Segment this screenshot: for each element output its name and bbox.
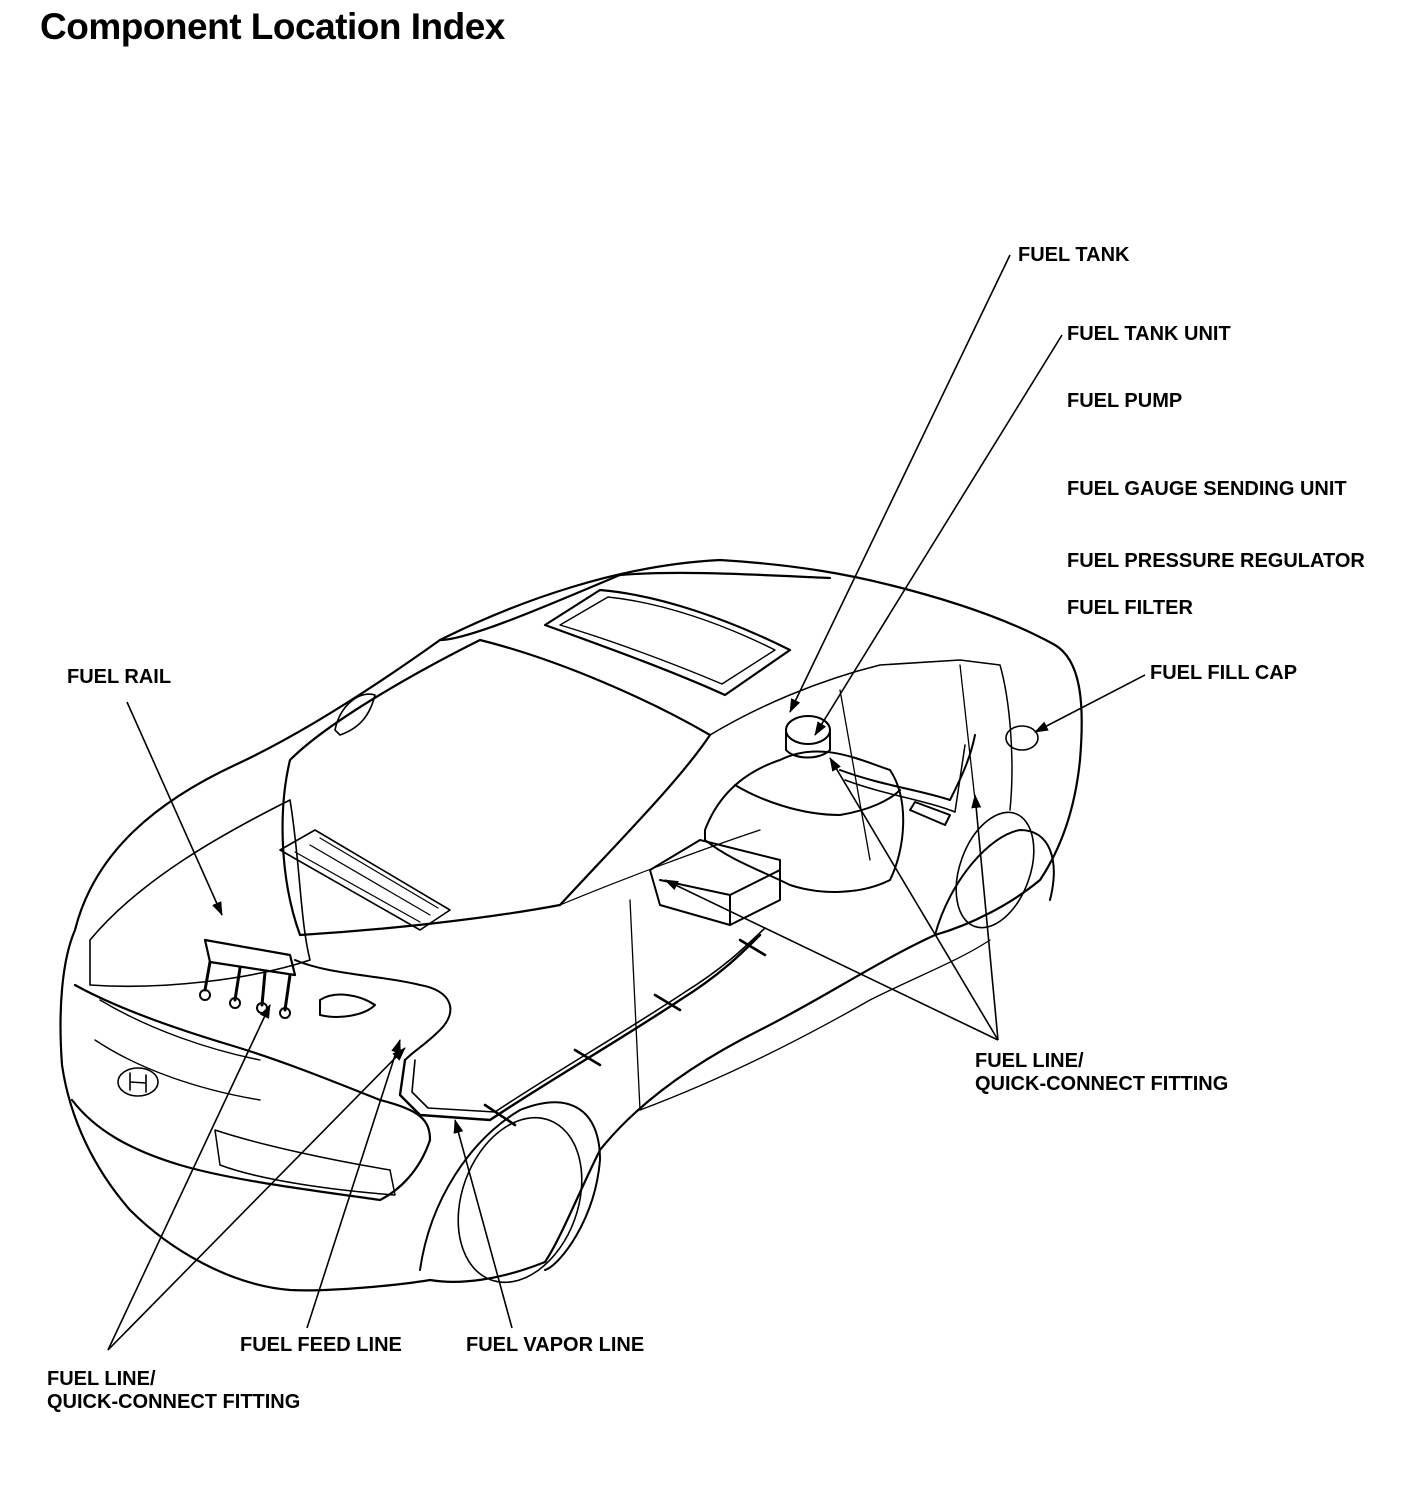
fuel-system-components (199, 715, 976, 1127)
label-fuel-rail: FUEL RAIL (67, 666, 172, 688)
label-front-fuel-line-1: FUEL LINE/ (47, 1368, 156, 1390)
leader-rear-fitting-1 (971, 794, 999, 1041)
label-fuel-tank: FUEL TANK (1018, 244, 1130, 266)
leader-fuel-rail (126, 701, 223, 916)
label-fuel-tank-unit: FUEL TANK UNIT (1067, 323, 1231, 345)
label-fuel-pressure-regulator: FUEL PRESSURE REGULATOR (1067, 550, 1365, 572)
leader-front-fitting-2 (107, 1047, 406, 1351)
label-fuel-fill-cap: FUEL FILL CAP (1150, 662, 1298, 684)
leader-rear-fitting-2 (829, 757, 999, 1041)
car-body-outline (59, 558, 1083, 1292)
leader-vapor-line (453, 1119, 513, 1329)
label-rear-fuel-line-2: QUICK-CONNECT FITTING (975, 1073, 1229, 1095)
leader-rear-fitting-3 (664, 879, 999, 1041)
leader-lines (107, 254, 1146, 1351)
page-title: Component Location Index (40, 6, 505, 47)
leader-feed-line (306, 1039, 401, 1329)
label-rear-fuel-line-1: FUEL LINE/ (975, 1050, 1084, 1072)
leader-front-fitting-1 (107, 1004, 271, 1351)
leader-fuel-tank (789, 254, 1011, 713)
label-fuel-vapor-line: FUEL VAPOR LINE (466, 1334, 645, 1356)
label-fuel-pump: FUEL PUMP (1067, 390, 1183, 412)
leader-fuel-tank-unit (814, 334, 1063, 736)
label-fuel-filter: FUEL FILTER (1067, 597, 1193, 619)
leader-fuel-fill-cap (1034, 674, 1146, 733)
label-front-fuel-line-2: QUICK-CONNECT FITTING (47, 1391, 301, 1413)
label-fuel-gauge-sending-unit: FUEL GAUGE SENDING UNIT (1067, 478, 1347, 500)
label-fuel-feed-line: FUEL FEED LINE (240, 1334, 402, 1356)
